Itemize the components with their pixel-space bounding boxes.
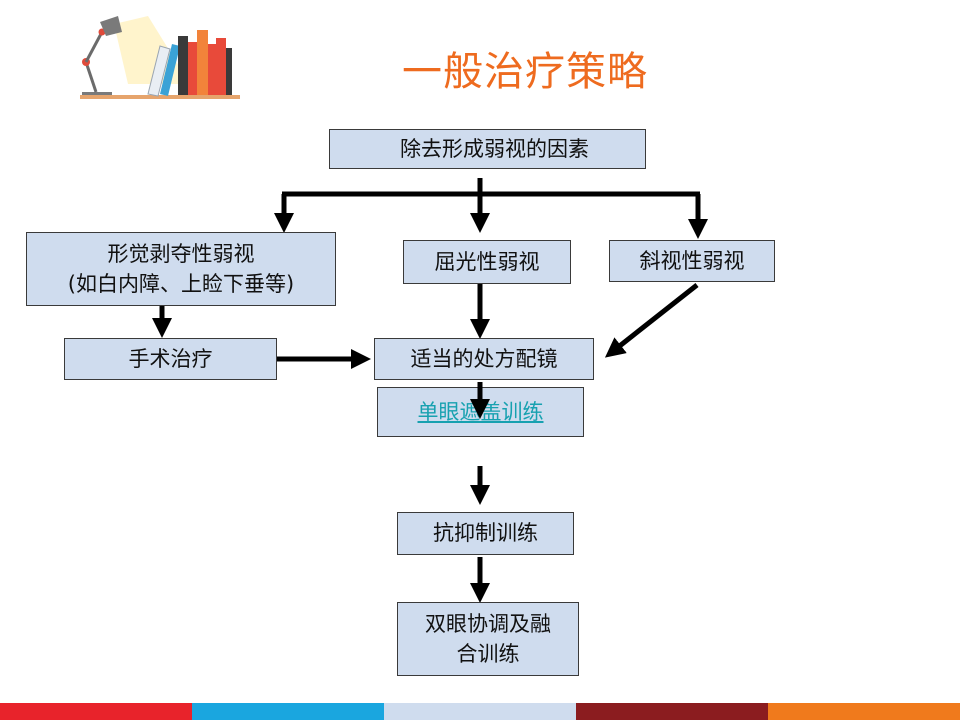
occlusion-training-link[interactable]: 单眼遮盖训练 xyxy=(417,399,544,424)
footer-segment-blue xyxy=(192,703,384,720)
footer-segment-orange xyxy=(768,703,960,720)
node-anti-suppression-label: 抗抑制训练 xyxy=(433,521,538,546)
node-binocular: 双眼协调及融 合训练 xyxy=(397,602,579,676)
node-binocular-label-2: 合训练 xyxy=(456,642,520,666)
node-refractive-amblyopia: 屈光性弱视 xyxy=(403,240,571,284)
node-deprivation-amblyopia: 形觉剥夺性弱视 (如白内障、上睑下垂等) xyxy=(26,232,336,306)
footer-segment-lightblue xyxy=(384,703,576,720)
node-deprivation-label-1: 形觉剥夺性弱视 xyxy=(107,241,255,266)
node-strabismic-label: 斜视性弱视 xyxy=(639,248,745,273)
page-title: 一般治疗策略 xyxy=(402,49,648,95)
arrow-strabismic-to-glasses xyxy=(604,283,699,358)
footer-segment-darkred xyxy=(576,703,768,720)
node-surgery: 手术治疗 xyxy=(64,338,277,380)
footer-color-bar xyxy=(0,703,960,720)
node-strabismic-amblyopia: 斜视性弱视 xyxy=(609,240,775,282)
node-deprivation-label-2: (如白内障、上睑下垂等) xyxy=(67,272,295,296)
node-remove-causes: 除去形成弱视的因素 xyxy=(329,129,646,169)
node-refractive-label: 屈光性弱视 xyxy=(434,249,540,274)
node-glasses: 适当的处方配镜 xyxy=(374,338,594,380)
node-occlusion-link[interactable]: 单眼遮盖训练 xyxy=(377,387,584,437)
footer-segment-red xyxy=(0,703,192,720)
node-remove-causes-label: 除去形成弱视的因素 xyxy=(400,136,589,161)
node-anti-suppression: 抗抑制训练 xyxy=(397,512,574,555)
node-glasses-label: 适当的处方配镜 xyxy=(410,346,558,371)
node-binocular-label-1: 双眼协调及融 xyxy=(425,611,551,636)
node-surgery-label: 手术治疗 xyxy=(128,346,213,371)
desk-lamp-books-icon xyxy=(80,16,240,99)
